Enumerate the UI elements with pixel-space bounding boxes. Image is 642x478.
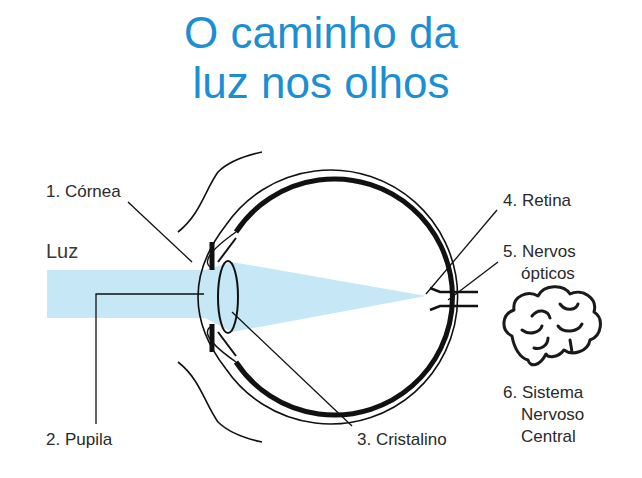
upper-eyelid: [178, 152, 262, 232]
part-label: 3. Cristalino: [357, 429, 447, 451]
optic-nerve: [430, 306, 478, 310]
brain-icon: [504, 287, 600, 365]
part-label: 6. Sistema Nervoso Central: [503, 382, 617, 448]
iris: [210, 242, 215, 270]
ciliary: [218, 238, 236, 356]
part-label: 1. Córnea: [46, 181, 121, 203]
part-label: 5. Nervos ópticos: [503, 241, 617, 285]
leader-line: [96, 294, 204, 424]
choroid-outline: [236, 179, 452, 415]
leader-line: [128, 202, 192, 262]
cornea: [198, 225, 226, 369]
leader-line: [426, 210, 497, 294]
title: O caminho da luz nos olhos: [175, 8, 467, 108]
part-label: 2. Pupila: [46, 429, 112, 451]
light-cone: [205, 262, 426, 332]
part-label: 4. Retina: [503, 190, 571, 212]
leader-line: [448, 262, 498, 300]
leader-line: [232, 312, 352, 426]
light-label: Luz: [46, 240, 78, 262]
title-block: O caminho da luz nos olhos: [0, 8, 642, 108]
optic-nerve: [430, 288, 478, 292]
lower-eyelid: [178, 362, 262, 442]
iris: [210, 324, 215, 352]
lens: [218, 261, 238, 333]
leader-lines: [96, 202, 498, 426]
sclera-outline: [226, 170, 458, 424]
